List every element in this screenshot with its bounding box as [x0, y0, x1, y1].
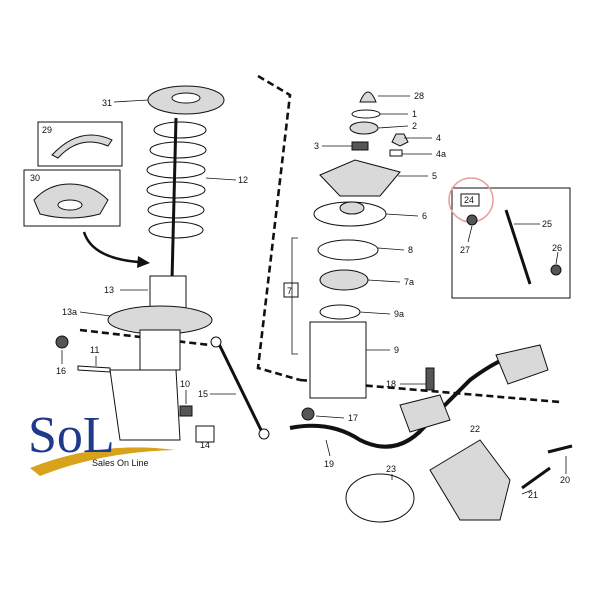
part-5-top-mount	[319, 159, 401, 197]
part-4a-washer	[389, 149, 403, 157]
part-15-stabilizer-link	[216, 341, 264, 433]
part-9a-ring	[319, 304, 361, 320]
part-23-hub	[345, 473, 415, 523]
label-8: 8	[408, 245, 413, 255]
label-29: 29	[42, 125, 52, 135]
part-27-nut	[466, 214, 478, 226]
label-31: 31	[102, 98, 112, 108]
label-15: 15	[198, 389, 208, 399]
strut-mount-bracket	[109, 369, 181, 441]
part-6-bearing	[339, 201, 365, 215]
label-21: 21	[528, 490, 538, 500]
part-7a-spring-seat	[319, 269, 369, 291]
label-11: 11	[90, 345, 99, 355]
part-16-bolt	[55, 335, 69, 349]
arrow-30-to-strut	[82, 231, 139, 264]
leader-lines	[61, 95, 567, 495]
logo-swoosh	[30, 447, 175, 476]
label-5: 5	[432, 171, 437, 181]
label-3: 3	[314, 141, 319, 151]
stabilizer-bushing-right	[495, 344, 549, 385]
label-4a: 4a	[436, 149, 446, 159]
sol-logo: SoL Sales On Line	[28, 407, 175, 476]
part-22-steering-knuckle	[429, 439, 511, 521]
part-29-ring-segment	[51, 134, 113, 159]
label-30: 30	[30, 173, 40, 183]
dashed-separator-left	[256, 74, 301, 382]
label-18: 18	[386, 379, 396, 389]
part-20-bolt	[547, 444, 573, 454]
part-17-nut	[301, 407, 315, 421]
part-1-washer	[351, 109, 381, 119]
part-30-hole	[57, 199, 83, 211]
label-19: 19	[324, 459, 334, 469]
label-13a: 13a	[62, 307, 77, 317]
part-18-bolt	[425, 367, 435, 391]
inset-box-7	[283, 282, 299, 298]
label-12: 12	[238, 175, 248, 185]
part-31-hole	[171, 92, 201, 104]
part-18-bushing-bracket	[399, 394, 451, 433]
part-10-nut	[179, 405, 193, 417]
part-3-nut	[351, 141, 369, 151]
label-20: 20	[560, 475, 570, 485]
strut-lower-tube	[139, 329, 181, 371]
label-9a: 9a	[394, 309, 404, 319]
label-16: 16	[56, 366, 66, 376]
part-25-link-rod	[504, 209, 532, 285]
label-2: 2	[412, 121, 417, 131]
label-1: 1	[412, 109, 417, 119]
label-10: 10	[180, 379, 190, 389]
label-22: 22	[470, 424, 480, 434]
logo-text: SoL	[28, 407, 115, 464]
label-14: 14	[200, 440, 210, 450]
part-28-bump-stop	[359, 91, 377, 103]
part-26-nut	[550, 264, 562, 276]
bracket-7	[291, 237, 298, 355]
part-2-washer	[349, 121, 379, 135]
arrow-30-head	[137, 256, 150, 268]
label-23: 23	[386, 464, 396, 474]
label-26: 26	[552, 243, 562, 253]
label-7a: 7a	[404, 277, 414, 287]
link-15-bottom-end	[258, 428, 270, 440]
label-28: 28	[414, 91, 424, 101]
part-21-bolt	[521, 466, 551, 490]
label-25: 25	[542, 219, 552, 229]
label-13: 13	[104, 285, 114, 295]
label-24: 24	[464, 195, 474, 205]
link-15-top-end	[210, 336, 222, 348]
part-14-bushing	[195, 425, 215, 443]
label-9: 9	[394, 345, 399, 355]
label-4: 4	[436, 133, 441, 143]
label-6: 6	[422, 211, 427, 221]
label-17: 17	[348, 413, 358, 423]
label-27: 27	[460, 245, 470, 255]
label-7: 7	[287, 286, 292, 296]
part-8-plate	[317, 239, 379, 261]
logo-tagline: Sales On Line	[92, 458, 149, 468]
strut-rod	[170, 117, 178, 281]
part-4-nut	[391, 133, 409, 147]
part-11-bolt	[77, 365, 111, 373]
part-9-dust-boot	[309, 321, 367, 399]
inset-box-24	[460, 193, 480, 207]
